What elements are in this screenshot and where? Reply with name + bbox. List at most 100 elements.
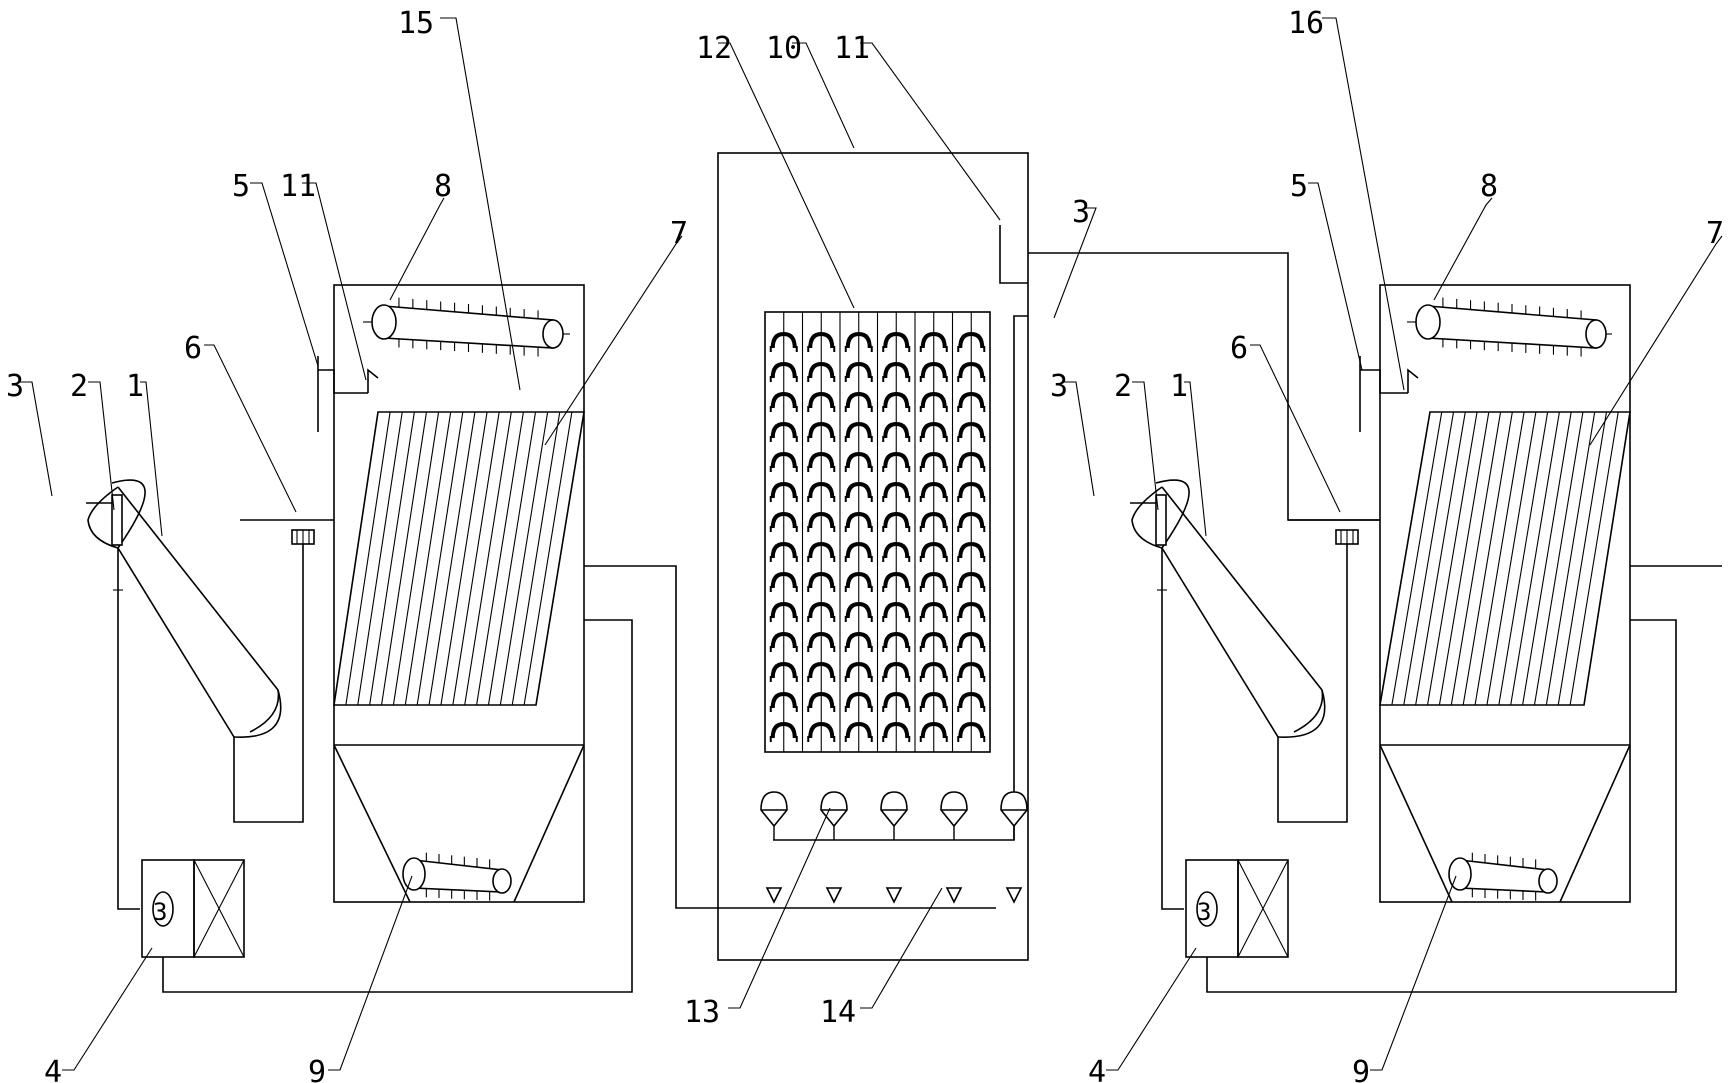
bio-carrier-icon xyxy=(919,511,948,532)
bio-carrier-icon xyxy=(769,451,798,472)
label-6-right: 6 xyxy=(1230,331,1248,366)
left-pump-motor xyxy=(193,859,245,958)
bio-carrier-icon xyxy=(957,421,986,442)
bio-carrier-icon xyxy=(807,661,836,682)
plate-line xyxy=(1415,411,1466,706)
diffuser-icon xyxy=(1000,791,1028,840)
bio-carrier-icon xyxy=(957,631,986,652)
label-1-right: 1 xyxy=(1170,369,1188,404)
left-inclined-plates xyxy=(333,411,585,706)
plate-line xyxy=(380,411,428,706)
label-5-right: 5 xyxy=(1290,169,1308,204)
nozzle-icon xyxy=(885,887,903,904)
bio-carrier-icon xyxy=(807,391,836,412)
bio-carrier-icon xyxy=(769,391,798,412)
plate-line xyxy=(1569,411,1619,706)
plate-line xyxy=(523,411,573,706)
bio-carrier-icon xyxy=(844,571,873,592)
bio-carrier-icon xyxy=(957,721,986,742)
label-8: 8 xyxy=(434,169,452,204)
label-2: 2 xyxy=(70,369,88,404)
label-5: 5 xyxy=(232,169,250,204)
bio-carrier-icon xyxy=(807,481,836,502)
plate-line xyxy=(487,411,537,706)
plate-line xyxy=(1438,411,1490,706)
bio-carrier-icon xyxy=(882,481,911,502)
bio-carrier-icon xyxy=(882,631,911,652)
right-return-pipe xyxy=(1206,619,1677,993)
bio-carrier-icon xyxy=(844,631,873,652)
bio-carrier-icon xyxy=(957,451,986,472)
bio-carrier-icon xyxy=(919,361,948,382)
plate-line xyxy=(416,411,464,706)
right-pump-suction xyxy=(1161,548,1184,910)
plate-line xyxy=(1510,411,1560,706)
label-15: 15 xyxy=(398,6,434,41)
bio-carrier-icon xyxy=(807,571,836,592)
bio-carrier-icon xyxy=(769,361,798,382)
plate-line xyxy=(357,411,403,706)
plate-line xyxy=(404,411,452,706)
bio-carrier-icon xyxy=(807,541,836,562)
bio-carrier-icon xyxy=(769,631,798,652)
bio-carrier-icon xyxy=(807,451,836,472)
right-plate-lines xyxy=(1391,411,1619,706)
bio-carrier-icon xyxy=(882,721,911,742)
plate-line xyxy=(1462,411,1513,706)
right-screen-2 xyxy=(1155,494,1167,546)
label-4-right: 4 xyxy=(1088,1055,1106,1083)
bio-carrier-icon xyxy=(807,361,836,382)
bio-carrier-icon xyxy=(807,421,836,442)
bio-carrier-icon xyxy=(919,691,948,712)
bio-carrier-icon xyxy=(844,391,873,412)
label-11: 11 xyxy=(280,169,316,204)
bio-carrier-icon xyxy=(882,571,911,592)
bio-carrier-icon xyxy=(844,481,873,502)
label-10: 10 xyxy=(766,31,802,66)
bio-carrier-icon xyxy=(769,541,798,562)
plate-line xyxy=(476,411,524,706)
bio-carrier-icon xyxy=(769,691,798,712)
bio-carrier-icon xyxy=(844,691,873,712)
right-inlet-line xyxy=(1360,369,1408,394)
bio-carrier-icon xyxy=(919,661,948,682)
bio-carrier-icon xyxy=(957,601,986,622)
nozzle-row xyxy=(765,887,1023,904)
plate-line xyxy=(1403,411,1455,706)
right-top-spray-pipe xyxy=(1407,297,1612,357)
left-treatment-unit xyxy=(86,284,996,993)
bio-carrier-icon xyxy=(957,541,986,562)
plate-line xyxy=(464,411,512,706)
bio-carrier-icon xyxy=(769,661,798,682)
nozzle-icon xyxy=(825,887,843,904)
left-screen-2 xyxy=(111,494,123,546)
plate-line xyxy=(1391,411,1443,706)
label-7-right: 7 xyxy=(1706,216,1724,251)
bio-carrier-icon xyxy=(957,661,986,682)
bio-carrier-icon xyxy=(919,601,948,622)
left-return-line xyxy=(233,544,304,823)
bio-carrier-icon xyxy=(957,571,986,592)
bio-carrier-icon xyxy=(882,661,911,682)
bio-carrier-icon xyxy=(769,331,798,352)
right-hopper-left xyxy=(1379,744,1453,903)
label-3-right: 3 xyxy=(1050,369,1068,404)
plate-line xyxy=(1486,411,1537,706)
left-pump-body xyxy=(141,859,195,958)
label-4: 4 xyxy=(44,1055,62,1083)
plate-line xyxy=(392,411,440,706)
plate-line xyxy=(1498,411,1549,706)
label-12: 12 xyxy=(696,31,732,66)
bio-carrier-icon xyxy=(882,541,911,562)
bio-carrier-icon xyxy=(769,511,798,532)
plate-line xyxy=(345,411,391,706)
label-14: 14 xyxy=(820,995,856,1030)
plate-line xyxy=(1522,411,1572,706)
plate-line xyxy=(1545,411,1596,706)
left-drum-filter xyxy=(86,479,282,738)
plate-line xyxy=(369,411,415,706)
nozzle-icon xyxy=(1005,887,1023,904)
bio-carrier-icon xyxy=(769,571,798,592)
bio-carrier-icon xyxy=(844,361,873,382)
